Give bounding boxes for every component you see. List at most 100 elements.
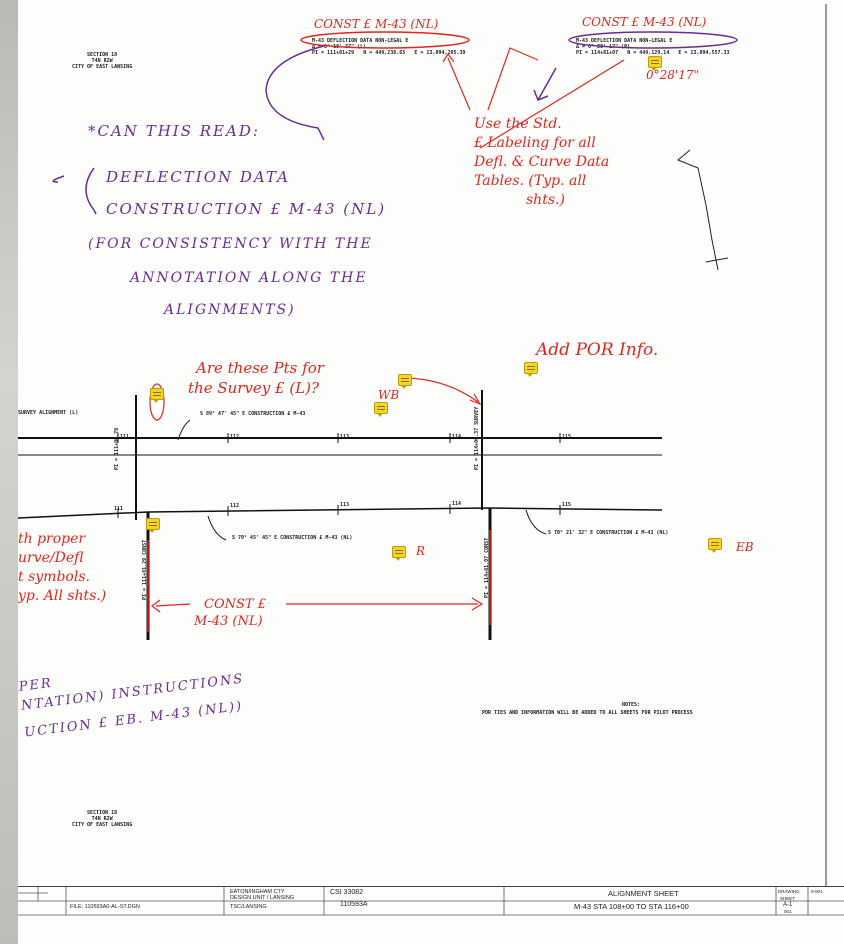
section-line: T4N R2W: [91, 58, 113, 64]
title-csi: CSI 33082: [330, 889, 364, 896]
markup-const-right: CONST £ M-43 (NL): [582, 15, 707, 29]
deflection-title: M-43 DEFLECTION DATA NON-LEGAL E: [576, 38, 673, 44]
deflection-title: M-43 DEFLECTION DATA NON-LEGAL E: [312, 38, 409, 44]
section-line: SECTION 18: [87, 810, 118, 816]
comment-note-icon[interactable]: [374, 402, 388, 417]
station-label: 111: [114, 506, 124, 512]
markup-left-symbols: th proper urve/Defl t symbols. yp. All s…: [18, 530, 106, 606]
construction-bearing-label: S 70° 21' 32" E CONSTRUCTION £ M-43 (NL): [548, 530, 669, 536]
station-label: 113: [340, 502, 350, 508]
pi-station-label: PI = 111+00.78: [114, 427, 120, 470]
comment-note-icon[interactable]: [150, 388, 164, 403]
survey-bearing-label: S 89° 47' 45" E CONSTRUCTION £ M-43: [200, 411, 306, 417]
markup-eb: EB: [736, 540, 754, 554]
bearing-leader: [177, 419, 191, 441]
markup-alignments: ALIGNMENTS): [164, 302, 296, 318]
markup-deflection-data: DEFLECTION DATA: [106, 168, 290, 186]
markup-line: Use the Std.: [474, 116, 562, 132]
survey-alignment-label: SURVEY ALIGNMENT (L): [18, 410, 79, 416]
section-line: CITY OF EAST LANSING: [72, 64, 133, 70]
title-block-grid: [18, 887, 844, 916]
purple-strokes: [52, 45, 557, 215]
construction-alignment-line: [18, 507, 663, 519]
construction-bearing-label: S 70° 45' 45" E CONSTRUCTION £ M-43 (NL): [232, 535, 353, 541]
alignment-drawing: [18, 4, 827, 886]
markup-line: t symbols.: [18, 569, 90, 585]
markup-line: the Survey £ (L)?: [188, 379, 320, 397]
station-label: 112: [230, 503, 240, 509]
comment-note-icon[interactable]: [146, 518, 160, 533]
pi-station-label: PI = 114+81.07 CONST: [484, 537, 490, 598]
markup-line: M-43 (NL): [194, 614, 263, 629]
markup-std-labeling: Use the Std. £ Labeling for all Defl. & …: [474, 115, 609, 210]
markup-can-this-read: *CAN THIS READ:: [88, 122, 260, 140]
station-label: 114: [452, 501, 462, 507]
markup-line: yp. All shts.): [18, 588, 107, 604]
comment-note-icon[interactable]: [648, 56, 662, 71]
title-block: EATON/INGHAM CTY DESIGN UNIT / LANSING T…: [18, 886, 844, 944]
markup-line: Are these Pts for: [196, 359, 324, 377]
title-design-unit: DESIGN UNIT / LANSING: [230, 895, 295, 901]
markup-construction: CONSTRUCTION £ M-43 (NL): [106, 200, 387, 218]
comment-note-icon[interactable]: [398, 374, 412, 389]
markup-line: urve/Defl: [18, 550, 84, 566]
markup-angle: 0°28'17": [646, 68, 699, 82]
station-label: 111: [120, 434, 130, 440]
title-sheet-label: SHEET: [780, 896, 796, 901]
comment-note-icon[interactable]: [524, 362, 538, 377]
station-label: 113: [340, 434, 350, 440]
comment-note-icon[interactable]: [392, 546, 406, 561]
easting-value: E = 13,094,557.33: [678, 50, 730, 56]
title-sheet-number: A-1: [783, 902, 793, 908]
deflection-pi-row: PI = 111+01+29 N = 449,238.65 E = 13,094…: [312, 50, 466, 56]
red-arrows: [149, 47, 625, 613]
section-line: CITY OF EAST LANSING: [72, 822, 133, 828]
deflection-pi-row: PI = 114+81+07 N = 449,129.14 E = 13,094…: [576, 50, 730, 56]
title-tsc: TSC/LANSING: [230, 904, 267, 910]
markup-annotation: ANNOTATION ALONG THE: [130, 270, 368, 286]
markup-const-mid: CONST £ M-43 (NL): [194, 596, 266, 630]
markup-survey-question: Are these Pts for the Survey £ (L)?: [188, 358, 324, 398]
north-arrow: [677, 149, 719, 271]
station-label: 115: [562, 434, 572, 440]
markup-line: CONST £: [204, 597, 266, 612]
title-county: EATON/INGHAM CTY: [230, 889, 285, 895]
station-label: 115: [562, 502, 572, 508]
markup-line: shts.): [526, 192, 565, 208]
notes-text: POR TIES AND INFORMATION WILL BE ADDED T…: [482, 710, 693, 716]
pi-value: PI = 111+01+29: [312, 50, 355, 56]
title-sheet-name: ALIGNMENT SHEET: [608, 889, 679, 898]
title-filename: FILE: 110593A0-AL-ST.DGN: [70, 904, 140, 910]
red-oval: [300, 31, 470, 49]
markup-consistency: (FOR CONSISTENCY WITH THE: [88, 236, 373, 252]
easting-value: E = 13,094,205.39: [414, 50, 466, 56]
pi-station-label: PI = 114+00.37 SURVEY: [474, 406, 480, 470]
northing-value: N = 449,129.14: [627, 50, 670, 56]
markup-line: £ Labeling for all: [474, 135, 596, 151]
purple-oval: [568, 31, 738, 49]
title-sheet-of: 001: [784, 909, 792, 914]
pi-station-label: PI = 111+01.29 CONST: [142, 539, 148, 600]
markup-r: R: [416, 544, 426, 558]
north-arrow-tick: [705, 257, 729, 263]
markup-line: th proper: [18, 531, 86, 547]
pi-value: PI = 114+81+07: [576, 50, 619, 56]
station-label: 114: [452, 434, 462, 440]
desk-background: [0, 0, 20, 944]
section-line: SECTION 18: [87, 52, 118, 58]
section-label-bottom: SECTION 18 T4N R2W CITY OF EAST LANSING: [72, 810, 132, 828]
notes-heading: NOTES:: [622, 702, 641, 708]
markup-line: Defl. & Curve Data: [474, 154, 610, 170]
section-line: T4N R2W: [91, 816, 113, 822]
markup-wb: WB: [378, 388, 400, 402]
markup-const-left: CONST £ M-43 (NL): [314, 17, 439, 31]
bearing-leader: [207, 515, 227, 541]
section-label-top: SECTION 18 T4N R2W CITY OF EAST LANSING: [72, 52, 132, 70]
comment-note-icon[interactable]: [708, 538, 722, 553]
title-sheet-range: M-43 STA 108+00 TO STA 116+00: [574, 902, 689, 911]
markup-line: Tables. (Typ. all: [474, 173, 587, 189]
station-label: 112: [230, 434, 240, 440]
bearing-leader: [525, 509, 547, 535]
markup-por-info: Add POR Info.: [536, 340, 659, 360]
alignment-sheet: SECTION 18 T4N R2W CITY OF EAST LANSING …: [18, 0, 844, 944]
